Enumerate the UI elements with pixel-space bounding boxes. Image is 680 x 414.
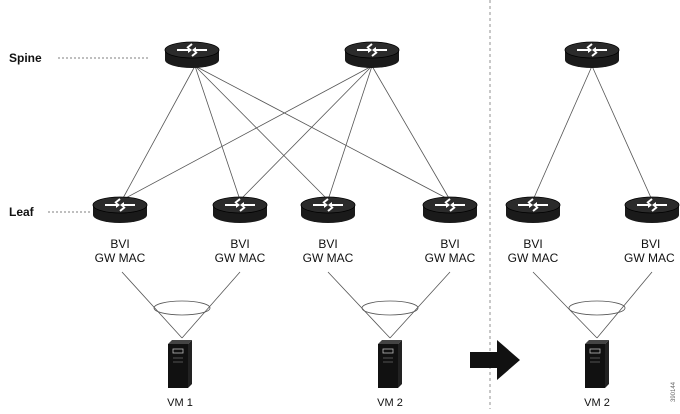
leaf-router-icon: [92, 196, 148, 224]
leaf-node-label: BVI GW MAC: [498, 237, 568, 265]
leaf-node-label: BVI GW MAC: [85, 237, 155, 265]
vm-label: VM 2: [377, 397, 403, 409]
bvi-label: BVI: [318, 237, 338, 251]
leaf-router-icon: [300, 196, 356, 224]
server-icon: [167, 339, 193, 389]
leaf-label: Leaf: [9, 205, 34, 219]
bvi-label: BVI: [110, 237, 130, 251]
spine-router-icon: [164, 41, 220, 69]
vm-label: VM 1: [167, 397, 193, 409]
bvi-label: BVI: [230, 237, 250, 251]
spine-router-icon: [344, 41, 400, 69]
vm-label: VM 2: [584, 397, 610, 409]
gw-mac-label: GW MAC: [424, 251, 476, 265]
gw-mac-label: GW MAC: [94, 251, 146, 265]
leaf-node-label: BVI GW MAC: [293, 237, 363, 265]
leaf-router-icon: [212, 196, 268, 224]
spine-router-icon: [564, 41, 620, 69]
leaf-node-label: BVI GW MAC: [415, 237, 485, 265]
bvi-label: BVI: [440, 237, 460, 251]
host-links: [121, 271, 653, 339]
server-icon: [377, 339, 403, 389]
leaf-router-icon: [505, 196, 561, 224]
fabric-links: [121, 65, 653, 201]
leaf-node-label: BVI GW MAC: [205, 237, 275, 265]
arrow-right-icon: [470, 340, 520, 380]
figure-id: 390144: [671, 381, 677, 402]
server-icon: [584, 339, 610, 389]
bvi-label: BVI: [641, 237, 661, 251]
gw-mac-label: GW MAC: [507, 251, 559, 265]
leaf-router-icon: [624, 196, 680, 224]
bvi-label: BVI: [523, 237, 543, 251]
gw-mac-label: GW MAC: [302, 251, 354, 265]
gw-mac-label: GW MAC: [624, 251, 675, 265]
leaf-router-icon: [422, 196, 478, 224]
spine-label: Spine: [9, 51, 42, 65]
gw-mac-label: GW MAC: [214, 251, 266, 265]
leaf-node-label: BVI GW MAC: [617, 237, 680, 265]
